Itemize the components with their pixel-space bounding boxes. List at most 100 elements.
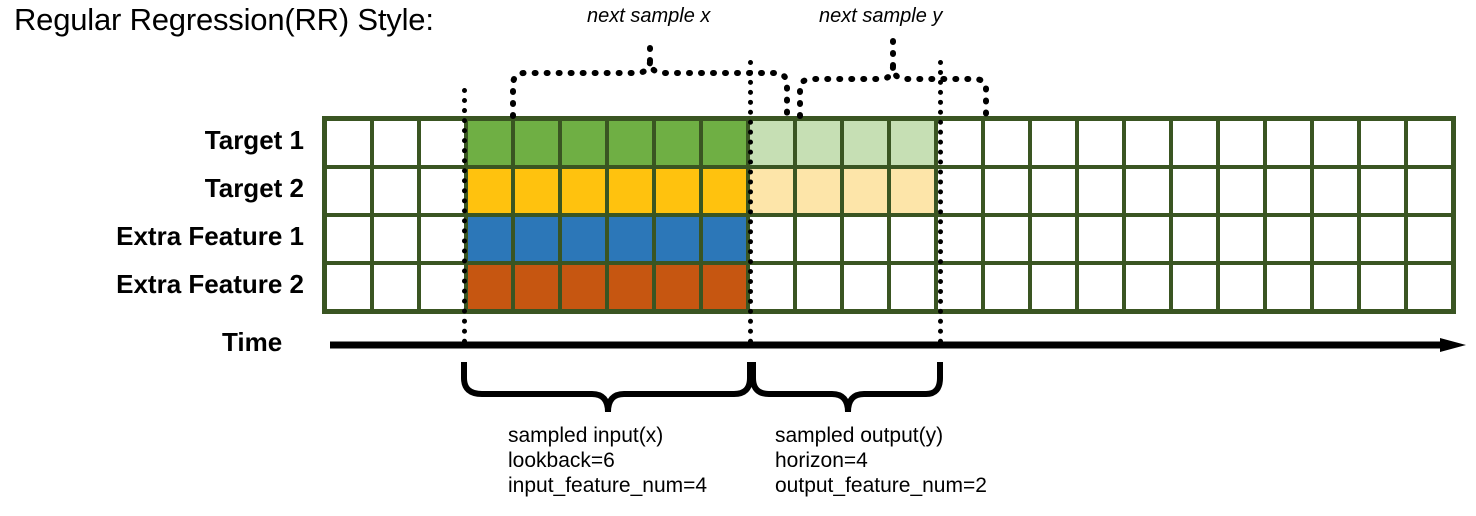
grid-cell-empty [1408,121,1451,165]
caption-input-line-2: lookback=6 [508,449,615,472]
grid-cell-empty [1314,169,1357,213]
caption-output-line-1: sampled output(y) [775,424,944,447]
guide-line-output-end [938,60,943,344]
grid-cell-empty [1267,217,1310,261]
annotation-next-sample-x: next sample x [587,5,711,27]
grid-cell-empty [1079,121,1122,165]
grid-cell-input [515,121,558,165]
grid-cell-empty [421,121,464,165]
grid-cell-empty [750,265,793,309]
grid-cell-empty [1173,265,1216,309]
grid-cell-input [703,265,746,309]
grid-row [327,169,1451,213]
grid-cell-input [515,265,558,309]
grid-cell-empty [374,217,417,261]
grid-cell-empty [985,121,1028,165]
grid-cell-empty [374,265,417,309]
grid-cell-empty [1079,265,1122,309]
grid-cell-empty [374,169,417,213]
grid-cell-input [609,265,652,309]
grid-cell-output [750,169,793,213]
grid-cell-empty [985,265,1028,309]
grid-cell-empty [1126,217,1169,261]
time-axis-label: Time [222,327,283,357]
row-label-extra-feature-1: Extra Feature 1 [116,221,304,251]
guide-line-input-start [462,88,467,344]
row-label-target-2: Target 2 [204,173,304,203]
grid-cell-input [703,169,746,213]
grid-row [327,217,1451,261]
grid-cell-empty [844,217,887,261]
caption-sampled-input: sampled input(x) lookback=6 input_featur… [508,423,707,498]
grid-cell-input [609,121,652,165]
grid-cell-empty [938,265,981,309]
grid-cell-empty [844,265,887,309]
annotation-next-sample-y: next sample y [819,5,943,27]
brace-bottom-sampled-input [461,362,753,413]
caption-output-line-3: output_feature_num=2 [775,474,987,497]
grid-cell-empty [421,217,464,261]
page-title: Regular Regression(RR) Style: [14,2,434,37]
grid-cell-empty [1220,121,1263,165]
grid-cell-input [515,217,558,261]
grid-cell-empty [1079,169,1122,213]
grid-cell-input [562,121,605,165]
grid-cell-empty [938,169,981,213]
grid-cell-empty [1032,265,1075,309]
grid-cell-empty [891,265,934,309]
grid-cell-empty [1361,169,1404,213]
row-label-extra-feature-2: Extra Feature 2 [116,269,304,299]
grid-cell-input [468,265,511,309]
brace-top-next-sample-y [797,65,989,119]
grid-cell-empty [797,217,840,261]
row-label-column: Target 1 Target 2 Extra Feature 1 Extra … [0,116,312,308]
grid-cell-empty [1408,169,1451,213]
grid-cell-empty [421,265,464,309]
grid-cell-empty [985,217,1028,261]
grid-cell-empty [1408,265,1451,309]
grid-row [327,121,1451,165]
caption-input-line-3: input_feature_num=4 [508,474,708,497]
grid-cell-empty [891,217,934,261]
grid-cell-empty [1361,121,1404,165]
grid-cell-empty [1173,217,1216,261]
grid-cell-input [562,217,605,261]
grid-cell-empty [1267,169,1310,213]
brace-top-next-sample-x [510,60,790,119]
grid-cell-empty [1032,169,1075,213]
grid-cell-empty [1173,121,1216,165]
grid-cell-input [656,169,699,213]
grid-cell-empty [1126,169,1169,213]
grid-cell-empty [327,217,370,261]
grid-cell-empty [421,169,464,213]
grid-cell-empty [797,265,840,309]
grid-cell-empty [1079,217,1122,261]
time-axis-arrow [330,338,1466,352]
grid-cell-output [891,169,934,213]
grid-cell-empty [1361,217,1404,261]
grid-cell-empty [327,169,370,213]
grid-cell-empty [1220,265,1263,309]
grid-cell-empty [1267,265,1310,309]
grid-row [327,265,1451,309]
brace-bottom-sampled-output [750,362,943,413]
grid-cell-output [891,121,934,165]
grid-cell-output [797,121,840,165]
grid-cell-input [656,121,699,165]
grid-cell-input [656,265,699,309]
grid-cell-empty [1032,121,1075,165]
grid-cell-empty [1361,265,1404,309]
grid-cell-empty [1173,169,1216,213]
grid-cell-empty [938,217,981,261]
grid-cell-input [609,169,652,213]
guide-line-input-end [748,60,753,344]
grid-cell-empty [327,121,370,165]
grid-cell-input [703,217,746,261]
grid-cell-empty [1314,217,1357,261]
grid-cell-empty [1126,121,1169,165]
grid-cell-empty [1220,217,1263,261]
grid-cell-empty [1032,217,1075,261]
grid-cell-empty [374,121,417,165]
grid-cell-empty [750,217,793,261]
